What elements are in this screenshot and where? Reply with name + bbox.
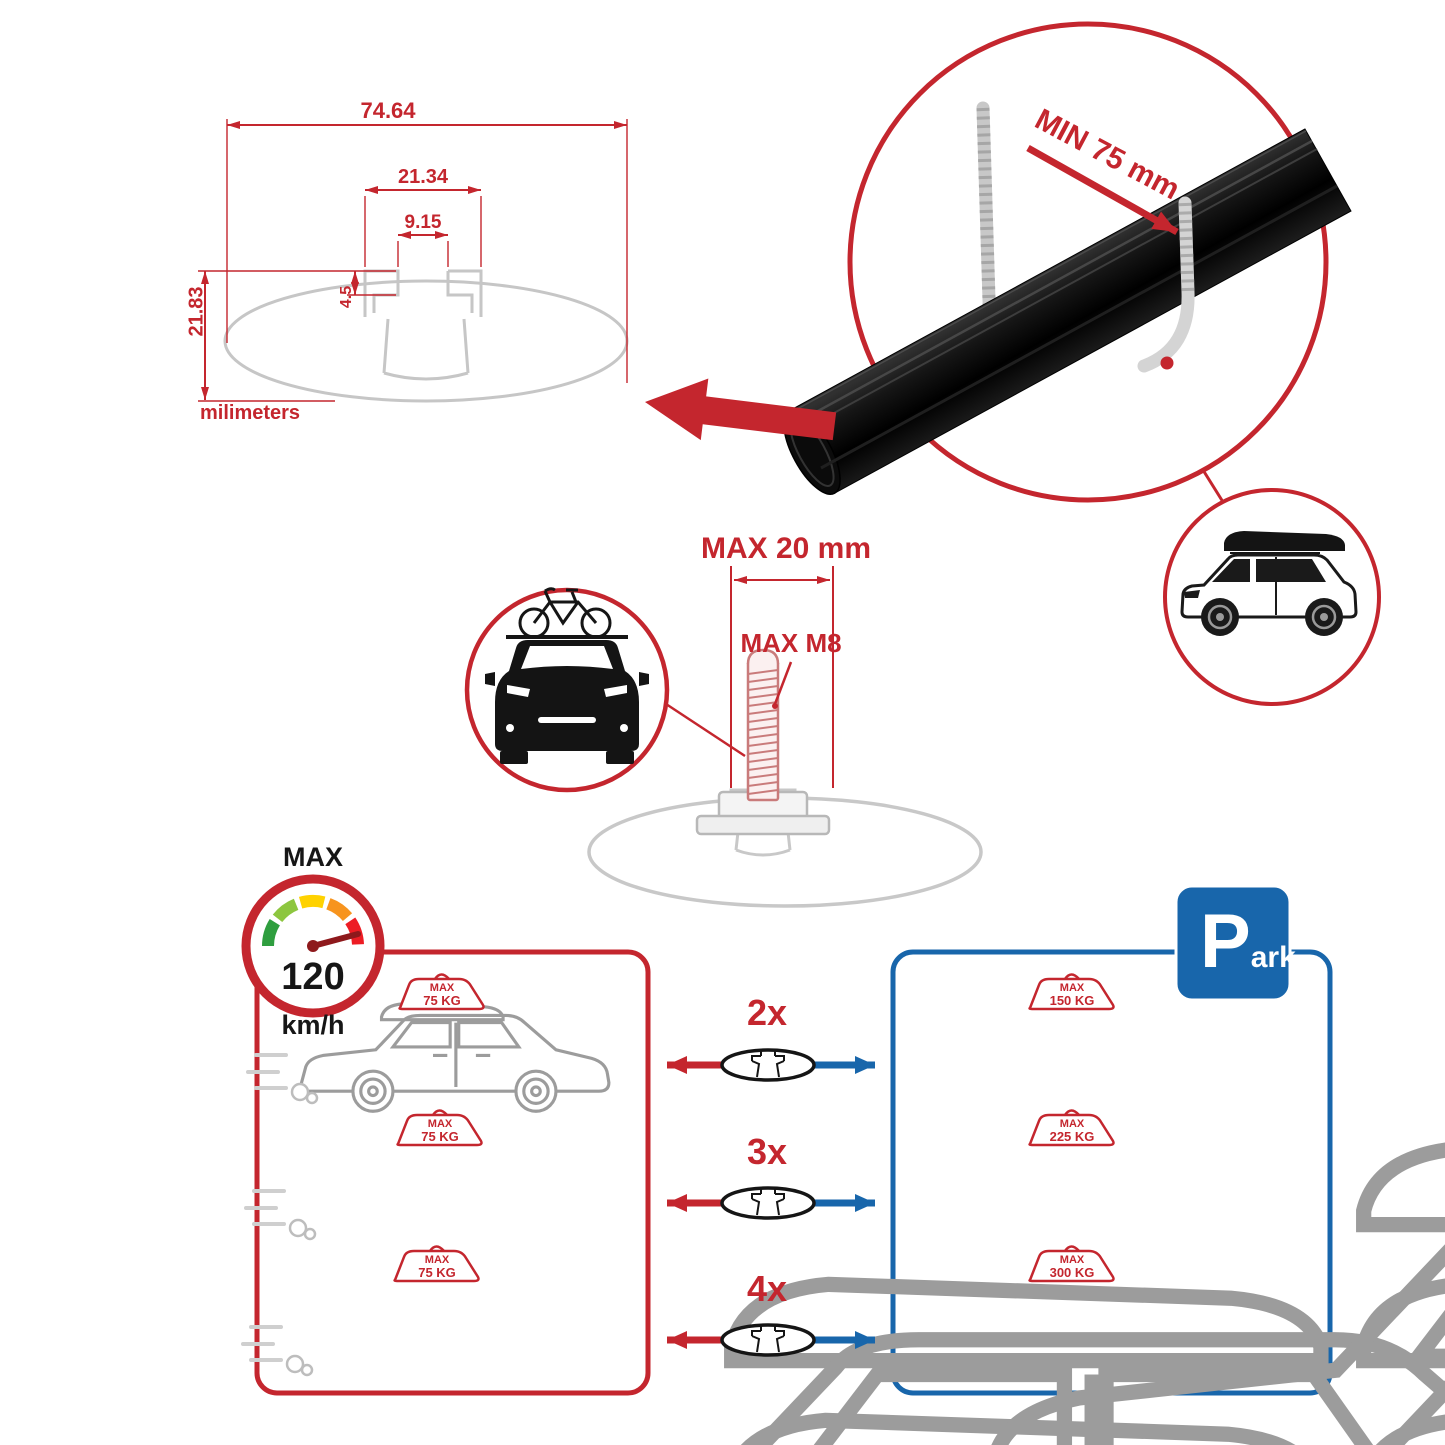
magnifier-circle — [847, 21, 1329, 503]
svg-text:75 KG: 75 KG — [418, 1265, 456, 1280]
svg-text:MAX: MAX — [425, 1254, 450, 1266]
bolt-dimension-lines — [662, 566, 834, 788]
suv-roofbox-circle — [1163, 488, 1381, 706]
speed-limit-value: 120 — [281, 956, 345, 998]
dimension-unit-label: milimeters — [200, 402, 301, 424]
svg-text:MAX: MAX — [1060, 982, 1085, 994]
car-front-icon — [485, 640, 649, 764]
bike-carrier-circle — [464, 587, 670, 793]
crossbar-dimension-diagram — [198, 119, 629, 403]
crossbar-count-row-2 — [667, 1186, 875, 1220]
t-slot-nut — [695, 790, 831, 836]
driving-car-1 — [246, 1002, 611, 1113]
bolt-max-length-label: MAX 20 mm — [700, 532, 872, 565]
dimension-height-total: 21.83 — [185, 286, 208, 337]
crossbar-detail-circle — [645, 21, 1381, 706]
dimension-width-total: 74.64 — [360, 98, 416, 123]
crossbar-count-row-3 — [667, 1323, 875, 1357]
svg-text:75 KG: 75 KG — [421, 1129, 459, 1144]
dimension-channel-width: 21.34 — [397, 166, 449, 188]
load-badge-75kg-1: MAX 75 KG — [398, 973, 485, 1011]
crossbar-profile-icon — [720, 1323, 816, 1357]
suv-wheels — [1201, 598, 1343, 636]
zoom-pointer-arrow — [645, 378, 837, 441]
parked-group-box — [890, 949, 1333, 1396]
mounting-bolt — [746, 648, 780, 802]
driving-car-3 — [241, 1325, 1445, 1445]
multiplier-3x: 3x — [746, 1131, 788, 1172]
u-bolt-front-rod — [1137, 196, 1195, 373]
dimension-lines — [198, 119, 628, 402]
speedometer-icon — [241, 874, 385, 1018]
multiplier-4x: 4x — [746, 1268, 788, 1309]
svg-text:300 KG: 300 KG — [1050, 1265, 1095, 1280]
load-badge-75kg-2: MAX 75 KG — [396, 1109, 483, 1147]
multiplier-2x: 2x — [746, 992, 788, 1033]
svg-text:225 KG: 225 KG — [1050, 1129, 1095, 1144]
load-badge-75kg-3: MAX 75 KG — [393, 1245, 480, 1283]
svg-text:75 KG: 75 KG — [423, 993, 461, 1008]
load-badge-150kg: MAX 150 KG — [1028, 973, 1115, 1011]
crossbar-profile-icon — [720, 1048, 816, 1082]
u-bolt-rear-rod — [976, 101, 997, 339]
profile-outline — [223, 269, 629, 403]
crossbar-render — [783, 128, 1352, 495]
crossbar-count-row-1 — [667, 1048, 875, 1082]
speed-limit-unit: km/h — [281, 1010, 345, 1040]
svg-text:150 KG: 150 KG — [1050, 993, 1095, 1008]
crossbar-profile-icon — [720, 1186, 816, 1220]
svg-text:MAX: MAX — [1060, 1254, 1085, 1266]
roof-box — [1224, 531, 1345, 551]
parking-sign-letter: P — [1200, 899, 1251, 984]
svg-text:MAX: MAX — [1060, 1118, 1085, 1130]
parking-sign-suffix: ark — [1250, 941, 1296, 974]
driving-group-box — [254, 949, 651, 1396]
parking-sign — [1174, 884, 1292, 1002]
circle-connector-line — [1201, 469, 1225, 503]
load-badge-225kg: MAX 225 KG — [1028, 1109, 1115, 1147]
bolt-detail-section — [464, 566, 983, 908]
speed-limit-title: MAX — [283, 842, 343, 872]
min-clearance-arrow — [1026, 144, 1179, 236]
bolt-max-thread-label: MAX M8 — [740, 628, 842, 658]
driving-car-2 — [244, 1189, 1445, 1445]
load-comparison-panel: MAX 75 KG MAX 75 KG MAX 75 KG MAX 150 KG… — [241, 874, 1445, 1445]
svg-text:MAX: MAX — [430, 982, 455, 994]
dimension-lip-depth: 4.5 — [338, 285, 355, 309]
dimension-slot-width: 9.15 — [404, 212, 442, 233]
svg-text:MAX: MAX — [428, 1118, 453, 1130]
load-badge-300kg: MAX 300 KG — [1028, 1245, 1115, 1283]
